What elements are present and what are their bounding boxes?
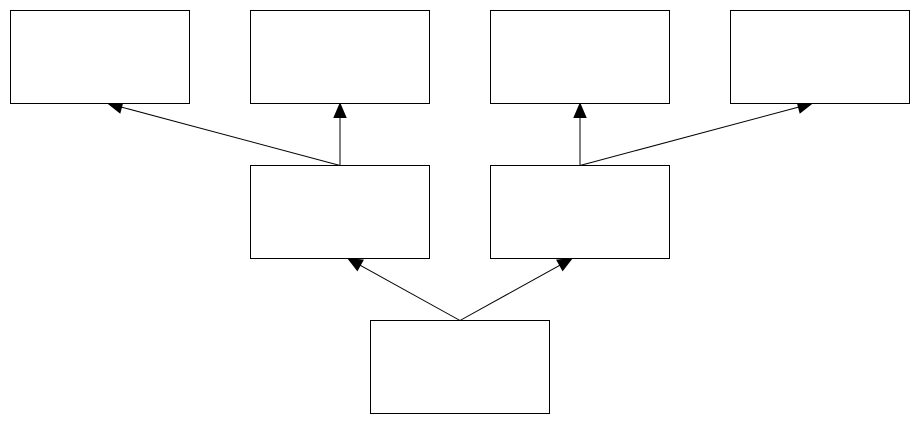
arrowhead-icon [333,102,347,118]
node-top-4 [730,10,910,104]
node-box [250,10,430,104]
node-box [370,320,550,414]
node-box [490,10,670,104]
edge-line-mid-left-to-top-1 [121,106,341,166]
node-box [250,165,430,259]
arrowhead-icon [556,257,574,272]
node-box [10,10,190,104]
edges-layer [106,100,814,321]
node-top-2 [250,10,430,104]
edge-line-root-to-mid-right [459,264,560,321]
nodes-layer [10,10,910,414]
node-root [370,320,550,414]
arrowhead-icon [573,102,587,118]
node-box [490,165,670,259]
edge-line-root-to-mid-left [360,264,461,321]
node-box [730,10,910,104]
arrowhead-icon [346,257,364,272]
node-mid-left [250,165,430,259]
edge-line-mid-right-to-top-4 [579,106,799,166]
node-top-3 [490,10,670,104]
node-mid-right [490,165,670,259]
node-top-1 [10,10,190,104]
